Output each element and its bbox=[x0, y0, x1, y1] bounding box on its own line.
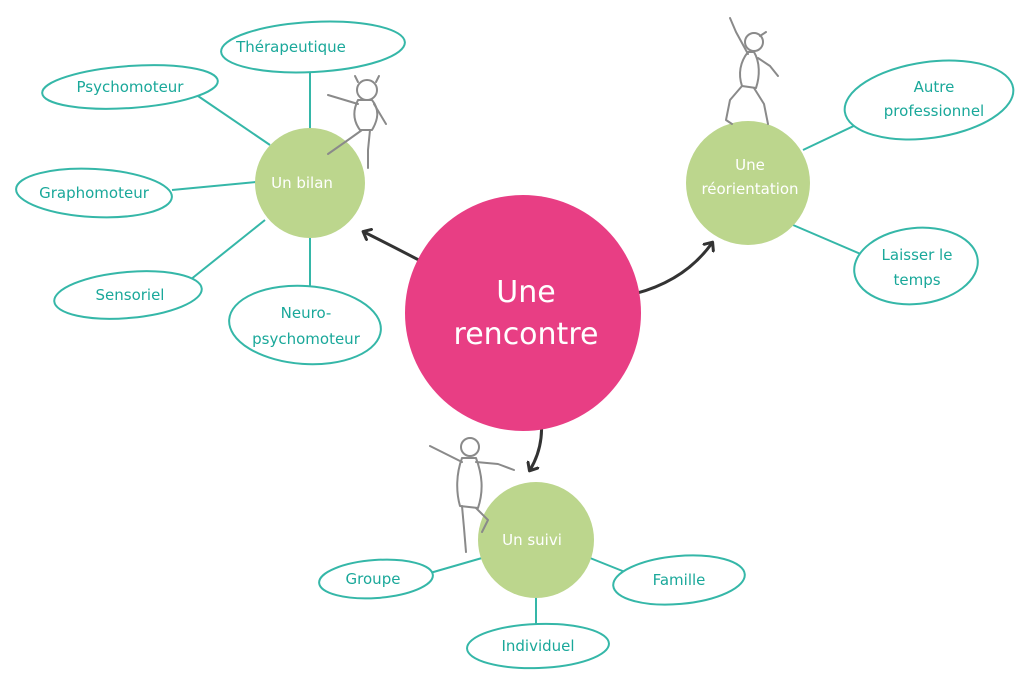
leaf-individuel-label: Individuel bbox=[501, 637, 574, 655]
leaf-therapeutique: Thérapeutique bbox=[220, 20, 406, 74]
leaf-sensoriel-label: Sensoriel bbox=[96, 286, 165, 304]
reorientation-links bbox=[792, 122, 864, 256]
hub-bilan: Un bilan bbox=[255, 128, 365, 238]
leaf-individuel-outline bbox=[466, 622, 610, 670]
leaf-groupe-label: Groupe bbox=[346, 570, 401, 588]
leaf-graphomoteur-label: Graphomoteur bbox=[39, 184, 150, 202]
leaf-groupe-outline bbox=[318, 558, 434, 600]
leaf-autre-professionnel: Autre professionnel bbox=[843, 59, 1015, 141]
link-graphomoteur bbox=[171, 181, 257, 191]
bilan-links bbox=[171, 72, 311, 290]
leaf-famille-label: Famille bbox=[653, 571, 706, 589]
leaf-autre-professionnel-label-line1: Autre bbox=[914, 78, 955, 96]
link-psychomoteur bbox=[197, 95, 271, 146]
hub-reorientation: Une réorientation bbox=[686, 121, 810, 245]
hub-suivi-label: Un suivi bbox=[502, 531, 562, 549]
leaf-laisser-le-temps-label-line2: temps bbox=[893, 271, 940, 289]
leaf-neuropsychomoteur-outline bbox=[228, 284, 382, 366]
center-label-line1: Une bbox=[496, 275, 555, 310]
leaf-therapeutique-outline bbox=[220, 20, 406, 74]
center-node: Une rencontre bbox=[405, 195, 641, 431]
leaf-graphomoteur: Graphomoteur bbox=[15, 167, 173, 219]
leaf-groupe: Groupe bbox=[318, 558, 434, 600]
link-sensoriel bbox=[189, 219, 266, 281]
leaf-sensoriel: Sensoriel bbox=[53, 270, 203, 320]
leaf-neuropsychomoteur: Neuro- psychomoteur bbox=[228, 284, 382, 366]
center-label-line2: rencontre bbox=[454, 317, 599, 352]
leaf-therapeutique-label: Thérapeutique bbox=[235, 38, 346, 56]
leaf-neuropsychomoteur-label-line1: Neuro- bbox=[281, 304, 332, 322]
figure-suivi-illustration bbox=[429, 437, 515, 553]
hub-bilan-label: Un bilan bbox=[271, 174, 333, 192]
link-autre-professionnel bbox=[802, 122, 861, 151]
leaf-autre-professionnel-label-line2: professionnel bbox=[884, 102, 984, 120]
hub-reorientation-label-line2: réorientation bbox=[701, 180, 798, 198]
leaf-neuropsychomoteur-label-line2: psychomoteur bbox=[252, 330, 361, 348]
leaf-individuel: Individuel bbox=[466, 622, 610, 670]
leaf-autre-professionnel-outline bbox=[843, 59, 1015, 141]
leaf-psychomoteur-outline bbox=[41, 64, 219, 110]
hub-suivi: Un suivi bbox=[478, 482, 594, 598]
leaf-famille: Famille bbox=[612, 554, 746, 606]
leaf-laisser-le-temps-label-line1: Laisser le bbox=[882, 246, 953, 264]
leaf-psychomoteur: Psychomoteur bbox=[41, 64, 219, 110]
hub-reorientation-circle bbox=[686, 121, 810, 245]
hub-bilan-circle bbox=[255, 128, 365, 238]
leaf-sensoriel-outline bbox=[53, 270, 203, 320]
leaf-psychomoteur-label: Psychomoteur bbox=[77, 78, 185, 96]
leaf-laisser-le-temps: Laisser le temps bbox=[853, 226, 979, 306]
link-laisser-le-temps bbox=[792, 224, 864, 256]
center-circle bbox=[405, 195, 641, 431]
hub-reorientation-label-line1: Une bbox=[735, 156, 765, 174]
leaf-laisser-le-temps-outline bbox=[853, 226, 979, 306]
figure-reorientation-illustration bbox=[725, 17, 779, 125]
leaf-famille-outline bbox=[612, 554, 746, 606]
leaf-graphomoteur-outline bbox=[15, 167, 173, 219]
link-groupe bbox=[429, 557, 483, 574]
hub-suivi-circle bbox=[478, 482, 594, 598]
figure-bilan-illustration bbox=[327, 75, 387, 169]
